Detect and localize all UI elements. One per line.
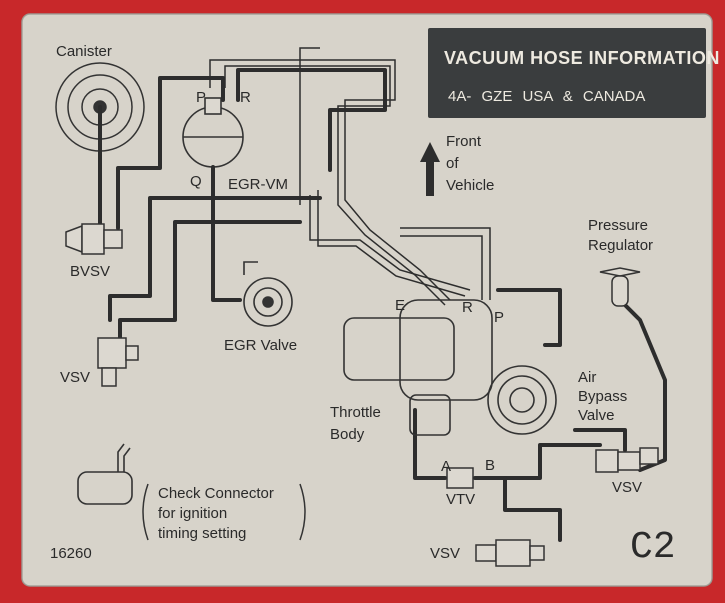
egr-valve-icon bbox=[243, 261, 293, 327]
label-p: P bbox=[196, 89, 207, 106]
hose-egrvm-egrvalve bbox=[211, 165, 242, 302]
label-front-3: Vehicle bbox=[446, 177, 495, 194]
label-q: Q bbox=[190, 173, 202, 190]
label-e: E bbox=[395, 297, 406, 314]
label-vsv-left: VSV bbox=[60, 369, 91, 386]
header-subtitle: 4A- GZE USA & CANADA bbox=[448, 88, 646, 105]
label-throttle-2: Body bbox=[330, 426, 365, 443]
label-vsv-right: VSV bbox=[612, 479, 643, 496]
label-air-1: Air bbox=[578, 369, 597, 386]
hose-vtv-bottom-vsv bbox=[503, 476, 562, 542]
header-title: VACUUM HOSE INFORMATION bbox=[444, 48, 720, 68]
label-egr-vm: EGR-VM bbox=[228, 176, 288, 193]
label-canister: Canister bbox=[56, 43, 112, 60]
label-b: B bbox=[485, 457, 496, 474]
label-check-3: timing setting bbox=[158, 525, 247, 542]
vtv-icon bbox=[446, 467, 474, 489]
label-front-1: Front bbox=[446, 133, 482, 150]
paren-left bbox=[142, 483, 149, 541]
pressure-regulator-icon bbox=[599, 267, 641, 307]
throttle-body-icon bbox=[343, 299, 557, 436]
hose-vsv-egrvm bbox=[108, 196, 322, 322]
label-code: C2 bbox=[630, 526, 676, 569]
label-pressure-2: Regulator bbox=[588, 237, 654, 254]
paren-right bbox=[299, 483, 306, 541]
label-r-top: R bbox=[240, 89, 251, 106]
arrow-up-icon bbox=[420, 142, 440, 196]
label-check-1: Check Connector bbox=[158, 485, 274, 502]
hose-throttle-vtv bbox=[413, 408, 447, 480]
hose-throttle-abv bbox=[496, 288, 562, 347]
label-part-no: 16260 bbox=[50, 545, 92, 562]
hose-vsv-throttle bbox=[118, 220, 302, 342]
plate-stain bbox=[22, 14, 712, 586]
label-a: A bbox=[441, 458, 452, 475]
bvsv-icon bbox=[65, 223, 123, 255]
label-p-mid: P bbox=[494, 309, 505, 326]
label-bvsv: BVSV bbox=[70, 263, 111, 280]
vsv-bottom-icon bbox=[475, 539, 545, 567]
label-check-2: for ignition bbox=[158, 505, 228, 522]
hose-bundle bbox=[69, 47, 491, 306]
hose-vtv-vsv bbox=[473, 443, 602, 480]
label-vsv-bottom: VSV bbox=[430, 545, 461, 562]
label-egr-valve: EGR Valve bbox=[224, 337, 298, 354]
header-panel: VACUUM HOSE INFORMATION 4A- GZE USA & CA… bbox=[428, 28, 719, 118]
label-air-2: Bypass bbox=[578, 388, 628, 405]
vacuum-hoses bbox=[98, 68, 667, 542]
label-r-mid: R bbox=[462, 299, 473, 316]
hose-r-port bbox=[236, 68, 387, 172]
label-throttle-1: Throttle bbox=[330, 404, 381, 421]
vsv-right-icon bbox=[595, 447, 659, 473]
vsv-left-icon bbox=[97, 337, 139, 387]
label-vtv: VTV bbox=[446, 491, 476, 508]
label-air-3: Valve bbox=[578, 407, 615, 424]
hose-bvsv-egrvm bbox=[116, 76, 225, 230]
label-pressure-1: Pressure bbox=[588, 217, 649, 234]
label-front-2: of bbox=[446, 155, 459, 172]
hose-abv-vsv bbox=[573, 428, 627, 452]
plate-background bbox=[21, 13, 713, 587]
check-connector-icon bbox=[77, 443, 133, 505]
